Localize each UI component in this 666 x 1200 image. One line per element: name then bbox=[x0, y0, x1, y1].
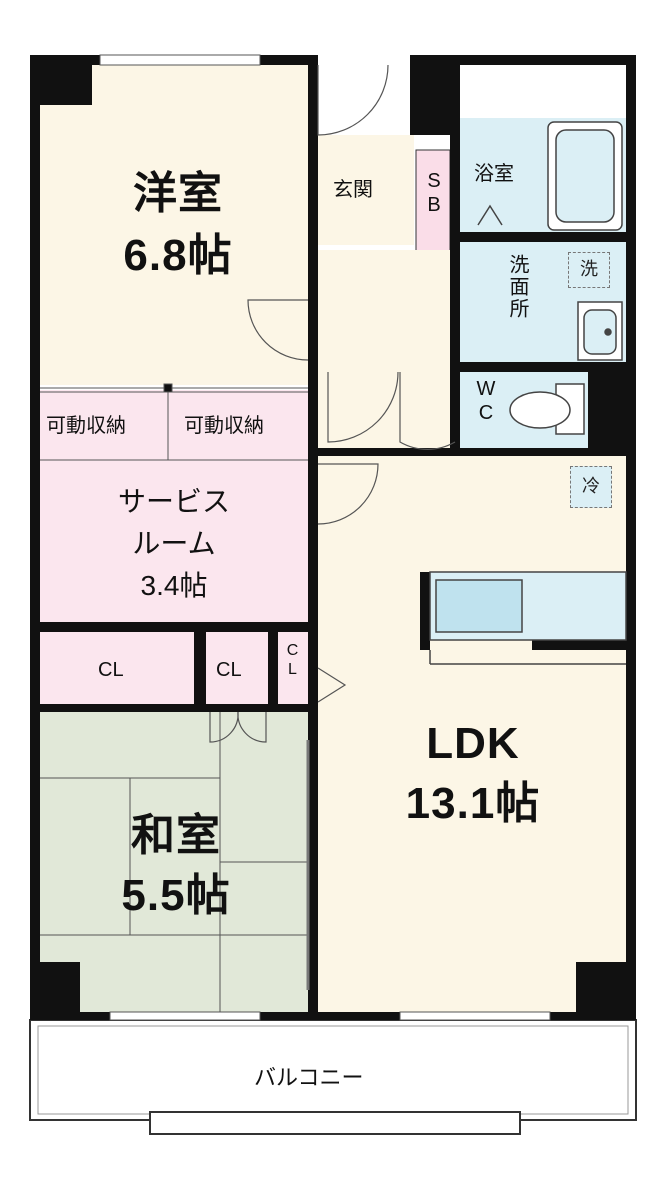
kitchen-counter bbox=[429, 571, 627, 665]
tatami-lines bbox=[40, 712, 308, 1012]
fridge-tag: 冷 bbox=[570, 466, 612, 508]
entrance-label: 玄関 bbox=[333, 179, 373, 201]
hall bbox=[318, 250, 456, 450]
ldk-size: 13.1帖 bbox=[405, 779, 541, 828]
windows bbox=[99, 54, 551, 1021]
balcony-label: バルコニー bbox=[254, 1065, 364, 1090]
washer-tag: 洗 bbox=[568, 252, 610, 288]
closet-2-label: CL bbox=[216, 659, 242, 681]
closet-2 bbox=[206, 632, 268, 706]
ldk-room bbox=[318, 456, 628, 1012]
closet-3 bbox=[278, 632, 310, 706]
walls bbox=[30, 55, 636, 1020]
closet-1-label: CL bbox=[98, 659, 124, 681]
bath-label: 浴室 bbox=[474, 163, 514, 185]
japanese-room-name: 和室 bbox=[131, 811, 221, 860]
entrance-area bbox=[318, 135, 414, 245]
washroom-label: 洗面所 bbox=[506, 254, 528, 320]
storage-left-label: 可動収納 bbox=[46, 415, 126, 437]
shoe-box-label: SB bbox=[423, 170, 445, 218]
doors bbox=[209, 64, 456, 990]
closet-3-label: CL bbox=[284, 642, 301, 680]
toilet-fixture bbox=[509, 383, 585, 435]
western-room bbox=[40, 65, 308, 385]
washbasin bbox=[577, 301, 623, 361]
balcony bbox=[29, 1019, 637, 1135]
japanese-room-size: 5.5帖 bbox=[121, 871, 231, 920]
storage-shelf bbox=[40, 383, 308, 461]
closet-1 bbox=[40, 632, 194, 706]
service-room-line2: ルーム bbox=[132, 528, 216, 559]
service-room bbox=[40, 462, 308, 622]
storage-right-label: 可動収納 bbox=[184, 415, 264, 437]
bathtub bbox=[477, 121, 623, 231]
service-room-size: 3.4帖 bbox=[140, 570, 208, 601]
toilet-label: WC bbox=[475, 378, 497, 426]
western-room-size: 6.8帖 bbox=[123, 231, 233, 280]
ldk-name: LDK bbox=[426, 719, 520, 768]
storage-area bbox=[40, 390, 308, 462]
western-room-name: 洋室 bbox=[133, 169, 223, 218]
service-room-line1: サービス bbox=[117, 486, 230, 517]
